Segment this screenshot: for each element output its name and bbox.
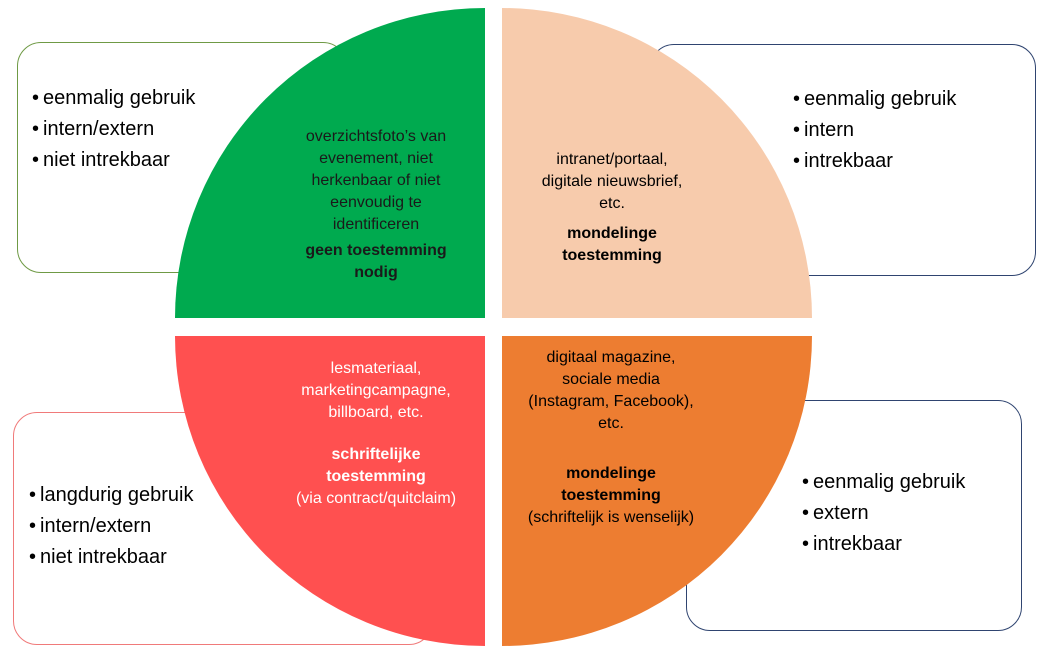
list-item: intern/extern bbox=[32, 114, 195, 145]
description-line: lesmateriaal, bbox=[330, 360, 422, 377]
quadrant-text-bottom-right: digitaal magazine, sociale media (Instag… bbox=[501, 347, 721, 529]
list-item: intrekbaar bbox=[802, 529, 965, 560]
properties-list-bottom-left: langdurig gebruik intern/extern niet int… bbox=[29, 480, 193, 573]
description-line: eenvoudig te bbox=[330, 194, 422, 211]
list-item: intrekbaar bbox=[793, 146, 956, 177]
consent-label: mondelinge bbox=[566, 465, 656, 482]
quadrant-bottom-right bbox=[502, 336, 812, 646]
properties-list-bottom-right: eenmalig gebruik extern intrekbaar bbox=[802, 467, 965, 560]
consent-label: nodig bbox=[354, 264, 398, 281]
list-item: intern bbox=[793, 115, 956, 146]
description-line: marketingcampagne, bbox=[301, 382, 451, 399]
consent-label: toestemming bbox=[561, 487, 661, 504]
quadrant-bottom-left bbox=[175, 336, 485, 646]
description-line: sociale media bbox=[562, 371, 660, 388]
description-line: herkenbaar of niet bbox=[311, 172, 441, 189]
list-item: eenmalig gebruik bbox=[802, 467, 965, 498]
description-line: etc. bbox=[598, 415, 624, 432]
description-line: identificeren bbox=[332, 216, 420, 233]
quadrant-text-top-right: intranet/portaal, digitale nieuwsbrief, … bbox=[512, 149, 712, 267]
description-line: digitale nieuwsbrief, bbox=[541, 173, 683, 190]
consent-label: schriftelijke bbox=[331, 446, 421, 463]
consent-label: geen toestemming bbox=[305, 242, 447, 259]
list-item: niet intrekbaar bbox=[32, 145, 195, 176]
list-item: niet intrekbaar bbox=[29, 542, 193, 573]
description-line: digitaal magazine, bbox=[546, 349, 676, 366]
description-line: (Instagram, Facebook), bbox=[528, 393, 694, 410]
list-item: intern/extern bbox=[29, 511, 193, 542]
list-item: langdurig gebruik bbox=[29, 480, 193, 511]
list-item: eenmalig gebruik bbox=[32, 83, 195, 114]
quadrant-text-bottom-left: lesmateriaal, marketingcampagne, billboa… bbox=[266, 358, 486, 510]
description-line: etc. bbox=[599, 195, 625, 212]
list-item: eenmalig gebruik bbox=[793, 84, 956, 115]
description-line: intranet/portaal, bbox=[556, 151, 668, 168]
consent-label: toestemming bbox=[562, 247, 662, 264]
description-line: evenement, niet bbox=[319, 150, 433, 167]
properties-list-top-right: eenmalig gebruik intern intrekbaar bbox=[793, 84, 956, 177]
consent-label: mondelinge bbox=[567, 225, 657, 242]
consent-note: (via contract/quitclaim) bbox=[295, 490, 457, 507]
consent-note: (schriftelijk is wenselijk) bbox=[527, 509, 695, 526]
quadrant-text-top-left: overzichtsfoto’s van evenement, niet her… bbox=[276, 126, 476, 284]
properties-list-top-left: eenmalig gebruik intern/extern niet intr… bbox=[32, 83, 195, 176]
description-line: billboard, etc. bbox=[328, 404, 424, 421]
quadrant-top-right bbox=[502, 8, 812, 318]
list-item: extern bbox=[802, 498, 965, 529]
consent-label: toestemming bbox=[326, 468, 426, 485]
description-line: overzichtsfoto’s van bbox=[305, 128, 447, 145]
quadrant-top-left bbox=[175, 8, 485, 318]
